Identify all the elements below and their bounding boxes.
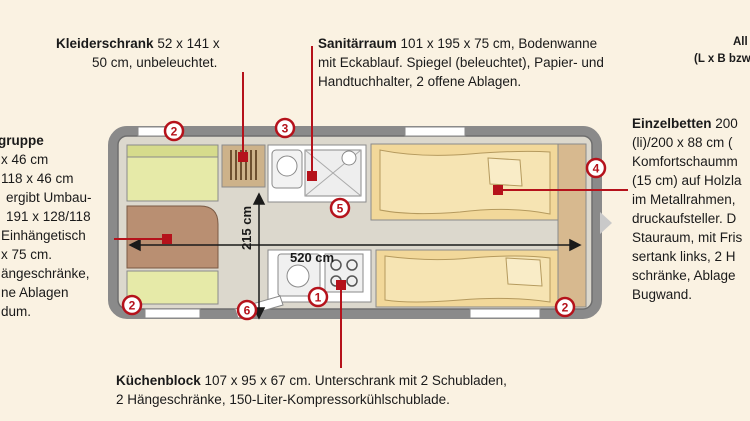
- nose-arrow: [600, 212, 612, 234]
- marker-2-bottom-left: 2: [121, 294, 143, 316]
- leader-dots: [162, 152, 503, 290]
- length-dimension: 520 cm: [290, 250, 334, 265]
- svg-text:2: 2: [129, 299, 136, 313]
- bench-bottom: [126, 270, 219, 305]
- marker-4: 4: [585, 157, 607, 179]
- window-top-right: [404, 126, 466, 137]
- svg-text:1: 1: [315, 291, 322, 305]
- label-sanitaerraum-title: Sanitärraum: [318, 36, 397, 51]
- label-sitzgruppe: gruppe x 46 cm 118 x 46 cm ergibt Umbau-…: [0, 133, 92, 319]
- svg-text:4: 4: [593, 162, 600, 176]
- marker-5: 5: [329, 197, 351, 219]
- label-einzelbetten: Einzelbetten 200 (li)/200 x 88 cm ( Komf…: [632, 116, 743, 302]
- stove: [324, 253, 364, 293]
- label-sanitaerraum: Sanitärraum 101 x 195 x 75 cm, Bodenwann…: [318, 36, 604, 89]
- window-bottom-left: [144, 308, 201, 319]
- svg-text:3: 3: [282, 122, 289, 136]
- svg-text:5: 5: [337, 202, 344, 216]
- label-kuechenblock-title: Küchenblock: [116, 373, 201, 388]
- table: [126, 205, 219, 269]
- front-storage: [557, 143, 587, 308]
- window-bottom-right: [469, 308, 541, 319]
- leader-lines: [114, 46, 628, 368]
- label-dimensions-note: All (L x B bzw: [694, 36, 750, 65]
- label-einzelbetten-title: Einzelbetten: [632, 116, 712, 131]
- marker-3: 3: [274, 117, 296, 139]
- label-kleiderschrank-title: Kleiderschrank: [56, 36, 154, 51]
- svg-text:2: 2: [562, 301, 569, 315]
- label-kuechenblock: Küchenblock 107 x 95 x 67 cm. Unterschra…: [116, 373, 507, 407]
- svg-text:2: 2: [171, 125, 178, 139]
- svg-text:6: 6: [244, 304, 251, 318]
- washbasin: [341, 150, 357, 166]
- label-kleiderschrank: Kleiderschrank 52 x 141 x 50 cm, unbeleu…: [56, 36, 220, 70]
- width-dimension: 215 cm: [239, 206, 254, 250]
- marker-2-top: 2: [163, 120, 185, 142]
- label-sitzgruppe-title: gruppe: [0, 133, 44, 148]
- marker-2-bottom-right: 2: [554, 296, 576, 318]
- marker-1: 1: [307, 286, 329, 308]
- marker-6: 6: [236, 299, 258, 321]
- length-arrow: [128, 238, 582, 252]
- number-markers: 1 2 2 2 3 4 5 6: [121, 117, 607, 321]
